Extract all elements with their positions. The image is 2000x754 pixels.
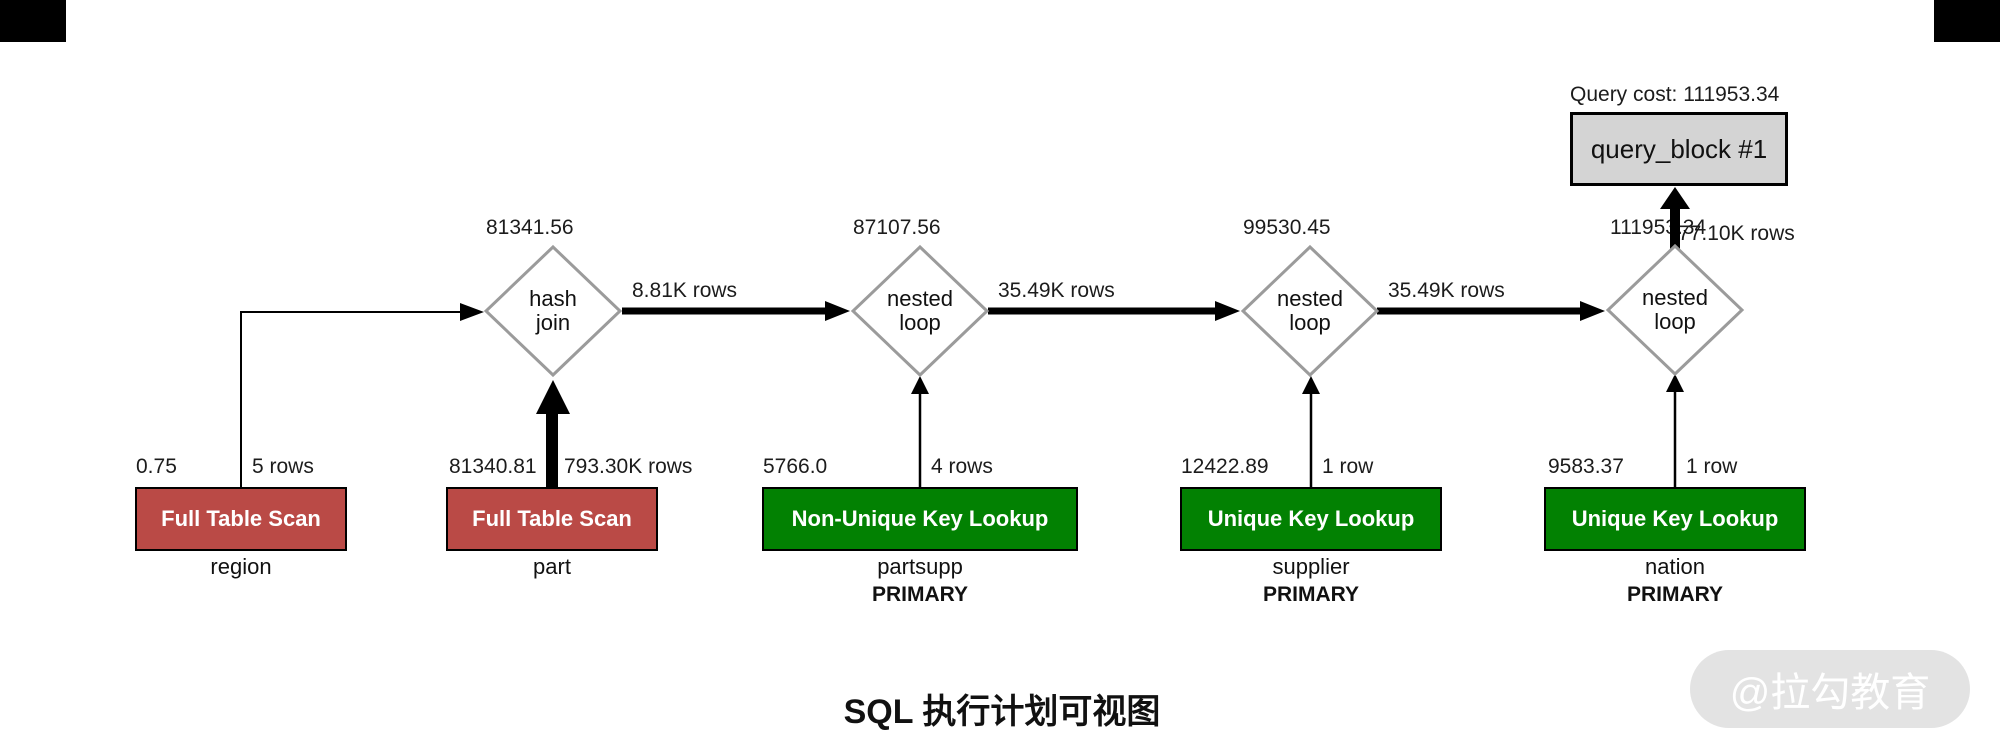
join-arrow-3-head	[1580, 301, 1605, 321]
nested-loop-1-line1: nested	[886, 286, 954, 311]
partsupp-table-name: partsupp	[877, 554, 963, 579]
hash-join-diamond	[483, 244, 623, 378]
nested-loop-3-rows-label: 77.10K rows	[1678, 222, 1795, 245]
nested-loop-2-line1: nested	[1276, 286, 1344, 311]
region-table-name: region	[210, 554, 272, 579]
nested-loop-1-cost-label: 87107.56	[853, 216, 941, 239]
nested-loop-3-line1: nested	[1641, 285, 1709, 310]
partsupp-op-label: Non-Unique Key Lookup	[791, 506, 1049, 531]
query-block-name: query_block #1	[1590, 133, 1768, 164]
nested-loop-2-node-label: nested loop	[1277, 287, 1343, 335]
query-block-node: query_block #1	[1570, 112, 1788, 186]
supplier-index-name: PRIMARY	[1262, 583, 1360, 606]
region-cost-label: 0.75	[136, 455, 177, 478]
partsupp-index-name: PRIMARY	[871, 583, 969, 606]
part-op-label: Full Table Scan	[472, 506, 632, 531]
query-cost-label: Query cost: 111953.34	[1570, 83, 1780, 106]
hash-join-rows-label: 8.81K rows	[632, 279, 738, 302]
part-op-box: Full Table Scan	[446, 487, 658, 551]
hash-join-line2: join	[535, 310, 571, 335]
nested-loop-2-rows-label: 35.49K rows	[1388, 279, 1505, 302]
hash-join-node-label: hash join	[529, 287, 577, 335]
join-arrow-2-head	[1215, 301, 1240, 321]
corner-block-left	[0, 0, 66, 42]
nested-loop-3-diamond	[1605, 243, 1745, 377]
region-op-box: Full Table Scan	[135, 487, 347, 551]
nested-loop-2-cost-label: 99530.45	[1243, 216, 1331, 239]
nation-cost-label: 9583.37	[1548, 455, 1624, 478]
nested-loop-3-node-label: nested loop	[1642, 286, 1708, 334]
nested-loop-1-diamond	[850, 244, 990, 378]
corner-block-right	[1934, 0, 2000, 42]
part-cost-label: 81340.81	[449, 455, 537, 478]
partsupp-rows-label: 4 rows	[931, 455, 993, 478]
part-connector-arrowhead	[536, 380, 570, 414]
watermark-badge: @拉勾教育	[1690, 650, 1970, 728]
supplier-cost-label: 12422.89	[1181, 455, 1269, 478]
nation-table-name: nation	[1645, 554, 1705, 579]
nation-connector-arrowhead	[1666, 374, 1684, 392]
region-connector-arrowhead	[460, 303, 484, 321]
hash-join-line1: hash	[529, 286, 577, 311]
supplier-op-label: Unique Key Lookup	[1207, 506, 1415, 531]
supplier-table-name: supplier	[1272, 554, 1350, 579]
nation-index-name: PRIMARY	[1626, 583, 1724, 606]
region-connector-line	[240, 311, 462, 487]
nation-op-box: Unique Key Lookup	[1544, 487, 1806, 551]
nation-op-label: Unique Key Lookup	[1571, 506, 1779, 531]
nested-loop-2-line2: loop	[1289, 310, 1331, 335]
supplier-connector-arrowhead	[1302, 376, 1320, 394]
nested-loop-3-line2: loop	[1654, 309, 1696, 334]
nested-loop-1-line2: loop	[899, 310, 941, 335]
nested-loop-2-diamond	[1240, 244, 1380, 378]
nested-loop-3-cost-label: 111953.34	[1610, 216, 1707, 239]
join-arrow-1-head	[825, 301, 850, 321]
figure-title: SQL 执行计划可视图	[843, 693, 1161, 731]
nested-loop-1-node-label: nested loop	[887, 287, 953, 335]
nested-loop-1-rows-label: 35.49K rows	[998, 279, 1115, 302]
region-rows-label: 5 rows	[252, 455, 314, 478]
part-rows-label: 793.30K rows	[564, 455, 693, 478]
supplier-rows-label: 1 row	[1322, 455, 1374, 478]
supplier-op-box: Unique Key Lookup	[1180, 487, 1442, 551]
watermark-text: @拉勾教育	[1729, 671, 1931, 715]
partsupp-cost-label: 5766.0	[763, 455, 828, 478]
partsupp-connector-arrowhead	[911, 376, 929, 394]
hash-join-cost-label: 81341.56	[486, 216, 574, 239]
part-table-name: part	[533, 554, 571, 579]
result-arrow-head	[1660, 187, 1690, 209]
nation-rows-label: 1 row	[1686, 455, 1738, 478]
partsupp-op-box: Non-Unique Key Lookup	[762, 487, 1078, 551]
region-op-label: Full Table Scan	[161, 506, 321, 531]
